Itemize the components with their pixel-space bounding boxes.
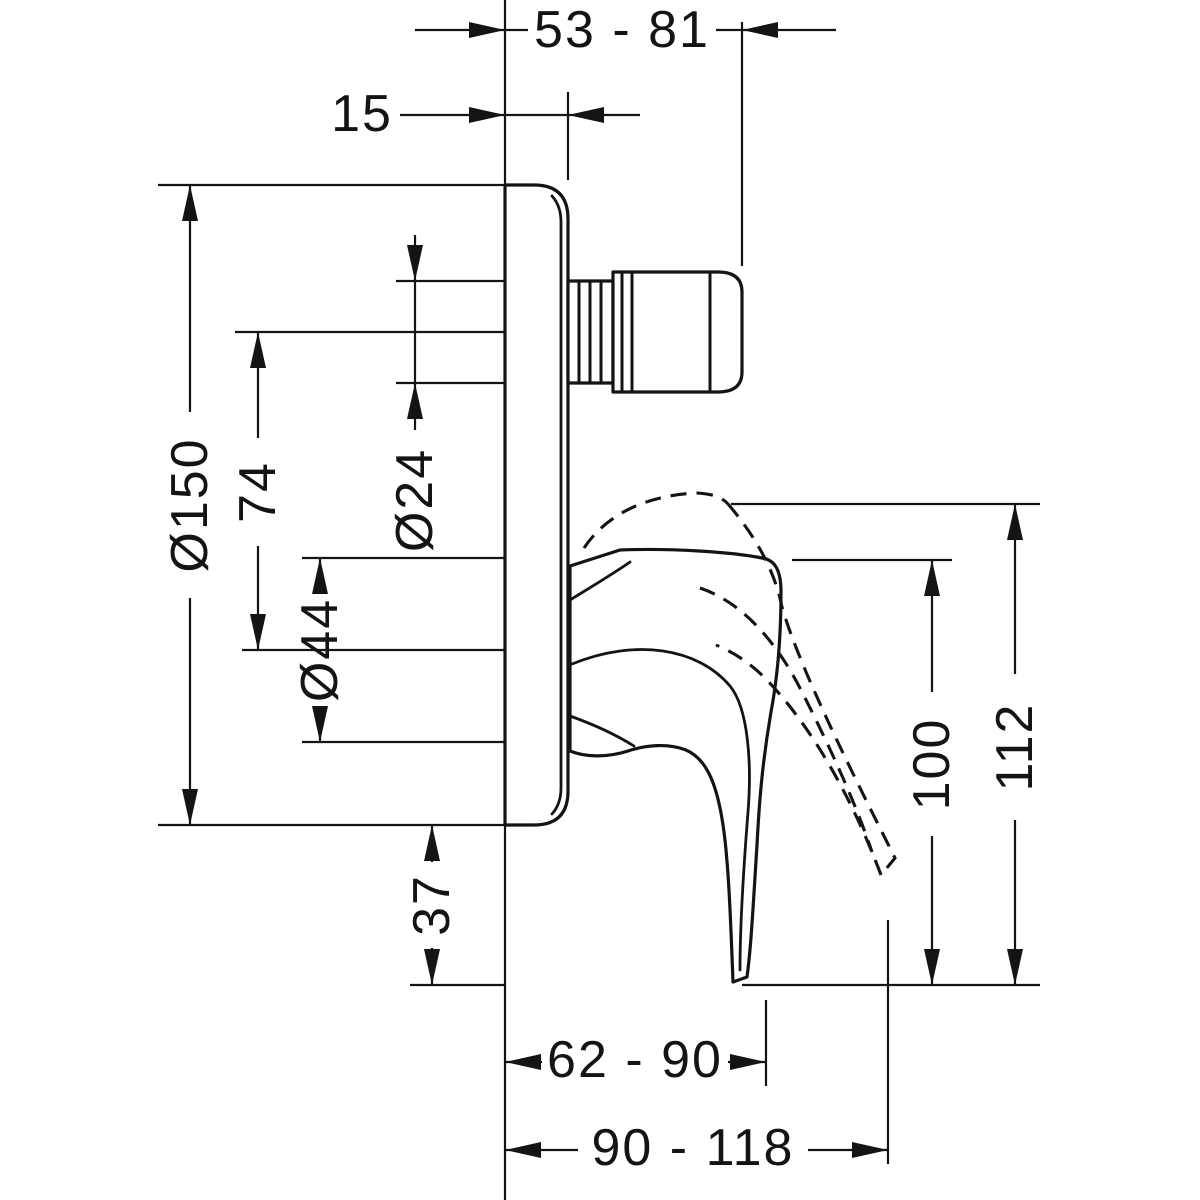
handle-hub-bottom-line	[568, 714, 636, 748]
arrowhead-handle-height-bottom	[924, 949, 940, 985]
dim-label-plate-diameter: Ø150	[161, 437, 219, 572]
dim-label-plate-thickness: 15	[331, 85, 393, 143]
arrowhead-connector-top	[407, 245, 423, 281]
arrowhead-plate-diameter-bottom	[182, 789, 198, 825]
arrowhead-handle-height-top	[924, 560, 940, 596]
dim-label-connector-diameter: Ø24	[386, 448, 444, 552]
arrowhead-reach-left	[505, 1054, 541, 1070]
lever-handle-solid	[568, 547, 783, 984]
arrowhead-connector-bottom	[407, 383, 423, 419]
dim-label-hub-diameter: Ø44	[291, 598, 349, 702]
dim-label-lever-reach: 62 - 90	[547, 1031, 723, 1089]
dimension-labels: 53 - 81 15 Ø150 74 Ø24 Ø44 37 100 112 62…	[161, 1, 1044, 1177]
raised-handle-cap-corner	[696, 491, 730, 506]
lever-handle-front-edge	[570, 648, 751, 972]
arrowhead-reach-raised-left	[505, 1142, 541, 1158]
dim-label-handle-height: 100	[903, 718, 961, 811]
arrowhead-clearance-top	[424, 825, 440, 861]
arrowhead-thickness-right	[568, 107, 604, 123]
arrowhead-thickness-left	[469, 107, 505, 123]
dim-label-bottom-clearance: 37	[403, 874, 461, 936]
dim-label-depth-range: 53 - 81	[534, 1, 710, 59]
dim-label-handle-height-raised: 112	[986, 703, 1044, 792]
arrowhead-depth-right	[742, 22, 778, 38]
raised-handle-front-edge	[699, 586, 874, 853]
mixer-body	[503, 183, 783, 984]
arrowhead-raised-height-bottom	[1007, 949, 1023, 985]
raised-handle-outer-edge	[726, 502, 897, 876]
arrowhead-plate-diameter-top	[182, 185, 198, 221]
handle-hub-top-line	[568, 560, 632, 602]
arrowhead-reach-right	[730, 1054, 766, 1070]
raised-handle-cap-top	[582, 491, 698, 549]
dim-label-axis-spacing: 74	[229, 461, 287, 523]
escutcheon-plate	[503, 183, 570, 827]
arrowhead-depth-left	[469, 22, 505, 38]
arrowhead-hub-top	[312, 558, 328, 594]
arrowhead-clearance-bottom	[424, 949, 440, 985]
arrowhead-axis-spacing-top	[250, 332, 266, 368]
handle-raised-position	[582, 491, 897, 876]
raised-handle-inner-edge	[715, 643, 883, 876]
arrowhead-raised-height-top	[1007, 504, 1023, 540]
dimension-arrowheads	[182, 22, 1023, 1158]
extension-lines	[158, 0, 1040, 1200]
escutcheon-plate-inner-edge	[550, 194, 563, 816]
arrowhead-reach-raised-right	[852, 1142, 888, 1158]
arrowhead-axis-spacing-bottom	[250, 614, 266, 650]
arrowhead-hub-bottom	[312, 706, 328, 742]
dim-label-lever-reach-raised: 90 - 118	[592, 1119, 795, 1177]
